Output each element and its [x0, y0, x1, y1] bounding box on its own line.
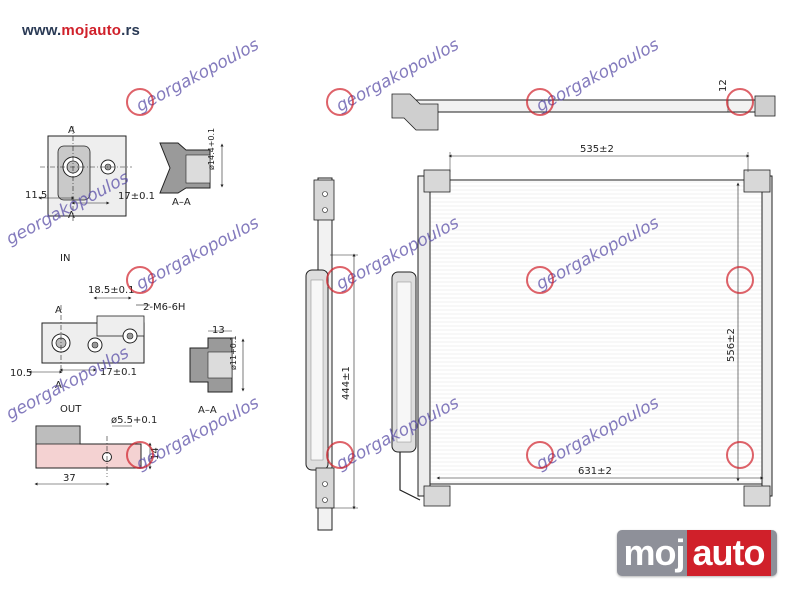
outlet-detail: A A 18.5±0.1 2-M6-6H 10.5 17±0.1 OUT: [10, 285, 185, 415]
inlet-label: IN: [60, 253, 70, 264]
logo-badge-left: moj: [623, 532, 685, 573]
tank-height-dim: 444±1: [341, 366, 352, 400]
outlet-left-dim: 10.5: [10, 368, 32, 379]
watermark-logo-icon: [126, 88, 754, 469]
top-view: 12: [391, 79, 776, 131]
bracket-hole-dim: ø5.5+0.1: [111, 415, 157, 426]
side-view: 444±1: [305, 177, 421, 531]
outlet-aa-label: A–A: [198, 405, 217, 416]
bracket-detail: ø5.5+0.1 14 37: [34, 415, 161, 486]
outlet-section-label-bottom: A: [55, 380, 62, 391]
inlet-width-dim: 11.5: [25, 190, 47, 201]
site-url-brand: mojauto: [61, 22, 122, 39]
inlet-spacing-dim: 17±0.1: [118, 191, 155, 202]
core-height-dim: 556±2: [726, 328, 737, 362]
inlet-section-aa: ø14.4+0.1 A–A: [159, 128, 224, 208]
outlet-spacing-dim: 17±0.1: [100, 367, 137, 378]
outlet-section-aa: 13 ø11+0.1 A–A: [189, 325, 245, 416]
outlet-section-label-top: A: [55, 305, 62, 316]
inlet-aa-label: A–A: [172, 197, 191, 208]
bracket-height-dim: 14: [150, 447, 161, 460]
site-url-suffix: .rs: [121, 22, 141, 39]
front-view: 535±2 556±2 631±2: [417, 144, 773, 507]
inlet-section-label-top: A: [68, 125, 75, 136]
outlet-diameter-dim: ø11+0.1: [229, 336, 238, 371]
core-width-dim: 535±2: [580, 144, 614, 155]
inlet-diameter-dim: ø14.4+0.1: [207, 128, 216, 170]
top-right-dim: 12: [718, 79, 729, 92]
inlet-section-label-bottom: A: [68, 210, 75, 221]
bracket-width-dim: 37: [63, 473, 76, 484]
outlet-label: OUT: [60, 404, 82, 415]
outlet-height-dim: 13: [212, 325, 225, 336]
bottom-width-dim: 631±2: [578, 466, 612, 477]
site-url[interactable]: www.mojauto.rs: [22, 22, 140, 39]
outlet-thread-dim: 2-M6-6H: [143, 302, 185, 313]
outlet-spacing-top-dim: 18.5±0.1: [88, 285, 135, 296]
site-url-prefix: www.: [22, 22, 62, 39]
inlet-detail: A A 11.5 17±0.1 IN: [25, 125, 155, 264]
logo-badge-right: auto: [686, 530, 771, 576]
